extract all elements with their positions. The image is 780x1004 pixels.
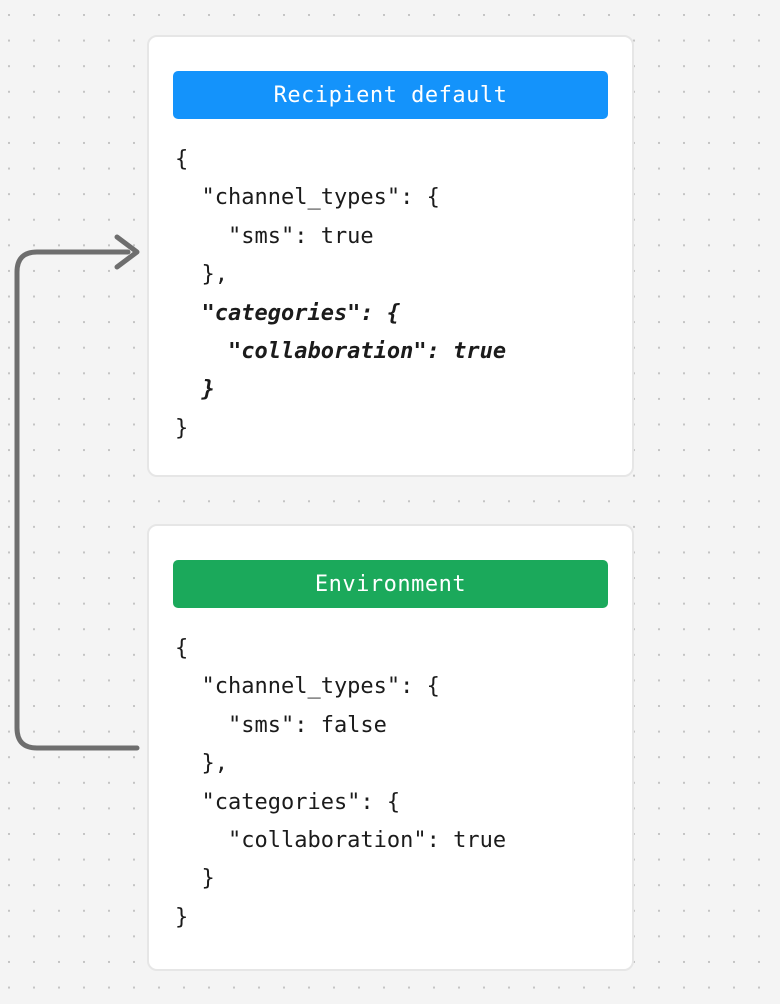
code-line: }	[175, 377, 215, 403]
code-line: }	[175, 866, 215, 892]
code-line: },	[175, 262, 228, 288]
card-header-recipient-default: Recipient default	[173, 71, 608, 119]
code-line: "categories": {	[175, 300, 401, 326]
code-line: {	[175, 636, 189, 661]
code-line: }	[175, 904, 189, 930]
code-line: },	[175, 751, 228, 777]
code-line: "categories": {	[175, 789, 401, 815]
code-line: {	[175, 147, 189, 172]
card-environment[interactable]: Environment { "channel_types": { "sms": …	[147, 524, 634, 971]
arrowhead-right-icon	[114, 234, 140, 270]
code-line: "collaboration": true	[175, 827, 507, 853]
code-block-recipient-default: { "channel_types": { "sms": true }, "cat…	[175, 141, 615, 448]
code-line: "channel_types": {	[175, 674, 440, 700]
code-block-environment: { "channel_types": { "sms": false }, "ca…	[175, 630, 615, 937]
code-line: }	[175, 415, 189, 441]
card-header-environment: Environment	[173, 560, 608, 608]
card-recipient-default[interactable]: Recipient default { "channel_types": { "…	[147, 35, 634, 477]
code-line: "collaboration": true	[175, 338, 507, 364]
connector-path	[14, 249, 140, 751]
code-line: "sms": true	[175, 223, 374, 249]
code-line: "sms": false	[175, 712, 387, 738]
code-line: "channel_types": {	[175, 185, 440, 211]
